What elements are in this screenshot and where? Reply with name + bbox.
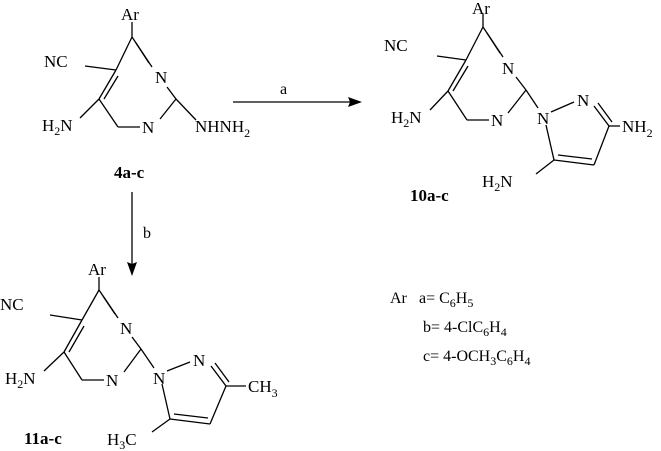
- methyl-group: H3C: [107, 430, 137, 451]
- condition-a: a: [280, 81, 287, 98]
- nitrile-group: NC: [384, 36, 408, 55]
- compound-4: Ar NC N N H2N NHNH2 4a-c: [42, 5, 250, 182]
- amino-group: NH2: [622, 117, 653, 140]
- amino-group: H2N: [42, 116, 73, 138]
- nitrile-group: NC: [44, 52, 68, 71]
- compound-10: Ar NC N N H2N N N NH2 H2N 10a-c: [384, 0, 653, 205]
- arrow-b: b: [127, 192, 151, 276]
- ar-group: Ar: [88, 260, 106, 279]
- nitrile-group: NC: [0, 295, 24, 314]
- ring-nitrogen: N: [120, 319, 132, 338]
- compound-label-4: 4a-c: [114, 163, 145, 182]
- arrow-a: a: [233, 81, 362, 107]
- methyl-group: CH3: [248, 377, 278, 400]
- ring-nitrogen: N: [502, 59, 514, 78]
- ring-nitrogen: N: [155, 68, 167, 87]
- pyrazole-nitrogen: N: [537, 109, 549, 128]
- hydrazinyl-group: NHNH2: [195, 117, 250, 140]
- ar-group: Ar: [121, 5, 139, 24]
- legend-entry-c: c= 4-OCH3C6H4: [423, 348, 530, 368]
- ring-nitrogen: N: [106, 371, 118, 390]
- amino-group: H2N: [391, 108, 422, 130]
- condition-b: b: [143, 225, 151, 242]
- pyrazole-nitrogen: N: [193, 351, 205, 370]
- compound-label-10: 10a-c: [410, 186, 449, 205]
- compound-label-11: 11a-c: [24, 429, 62, 448]
- ar-legend: Ar a= C6H5 b= 4-ClC6H4 c= 4-OCH3C6H4: [390, 290, 530, 368]
- amino-group: H2N: [5, 369, 36, 391]
- pyrazole-nitrogen: N: [153, 369, 165, 388]
- compound-11: Ar NC N N H2N N N CH3 H3C 11a-c: [0, 260, 278, 451]
- legend-ar: Ar: [390, 290, 408, 307]
- ring-nitrogen: N: [491, 111, 503, 130]
- legend-entry-a: a= C6H5: [419, 290, 473, 310]
- amino-group: H2N: [482, 172, 513, 194]
- legend-entry-b: b= 4-ClC6H4: [423, 319, 507, 339]
- ar-group: Ar: [472, 0, 490, 18]
- ring-nitrogen: N: [142, 118, 154, 137]
- pyrazole-nitrogen: N: [577, 91, 589, 110]
